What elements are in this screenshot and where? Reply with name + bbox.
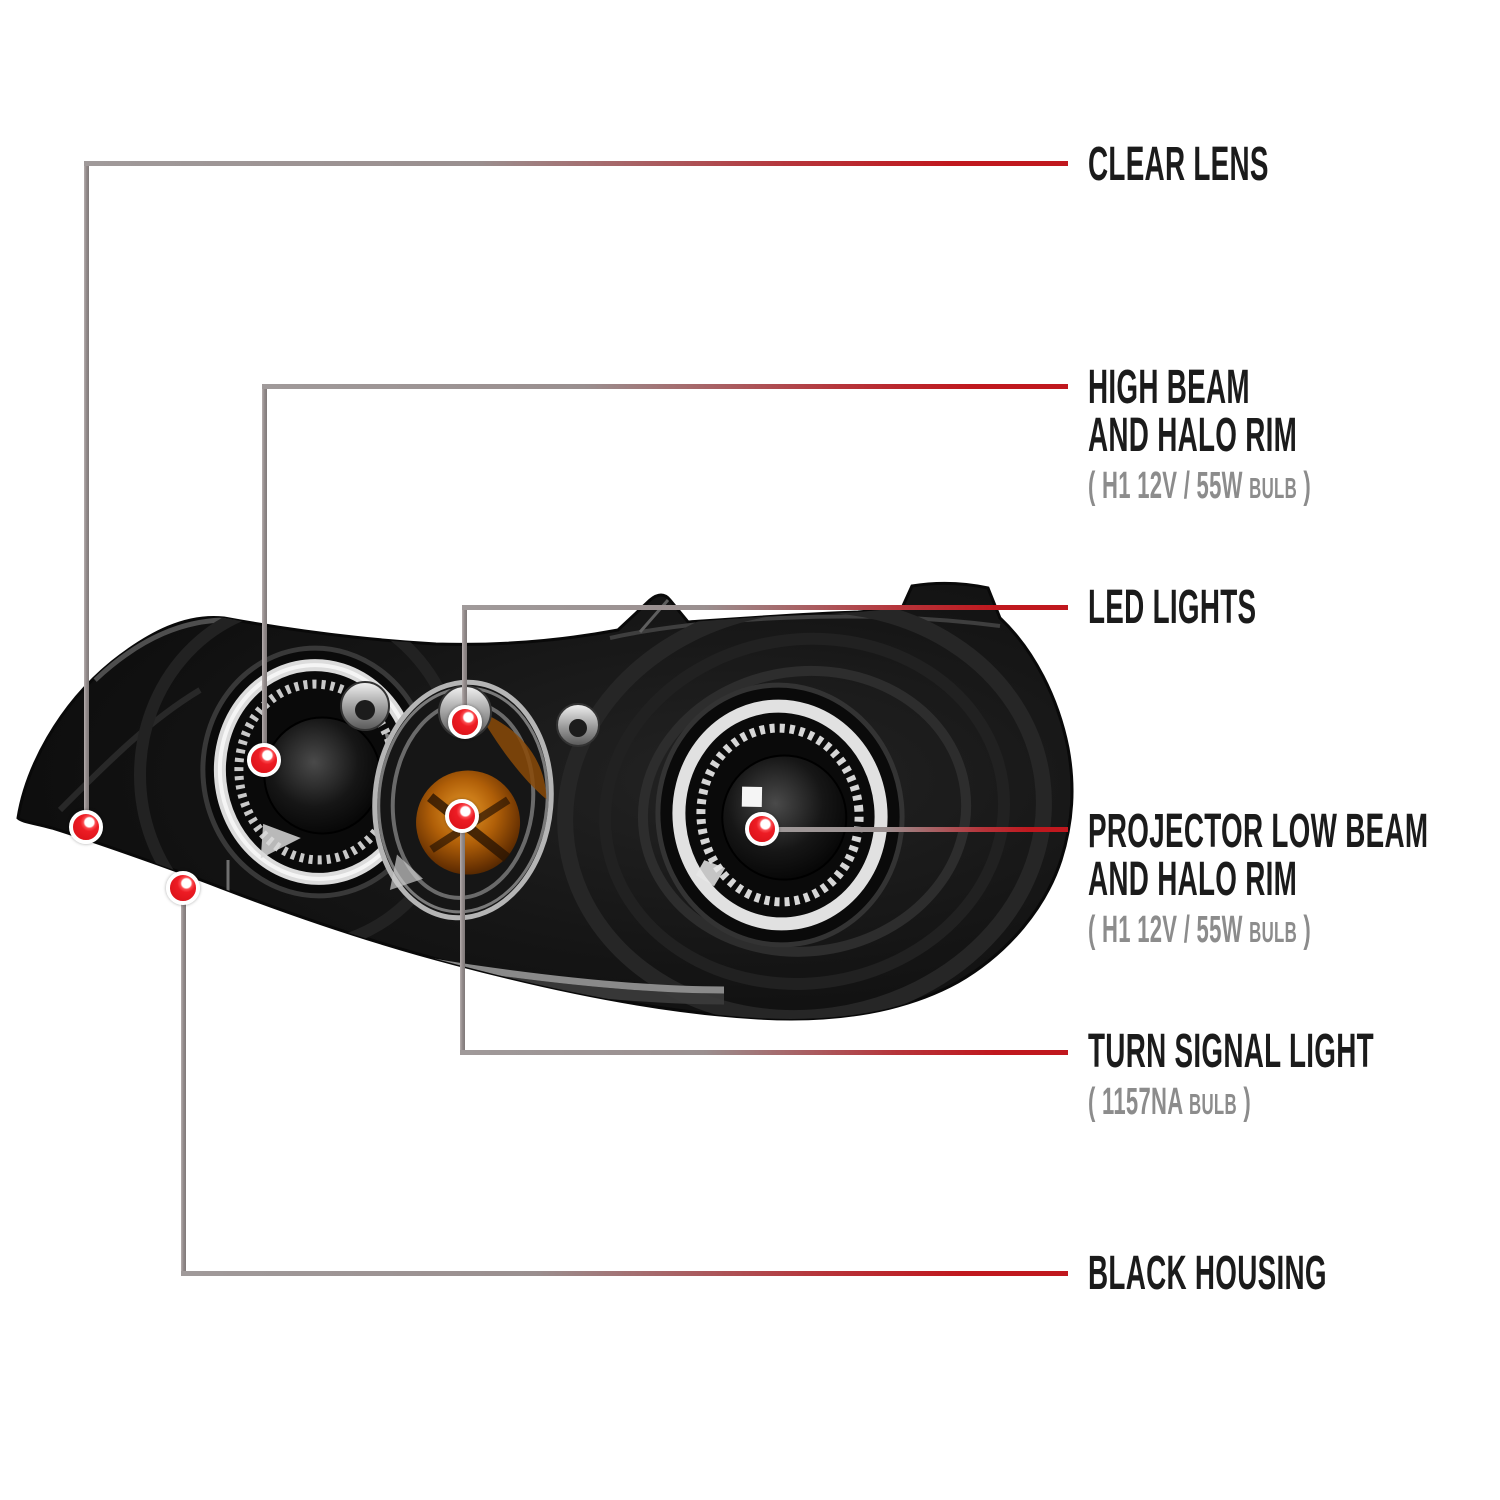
high-beam-connector-hline — [262, 384, 1068, 389]
callout-title: LED LIGHTS — [1088, 581, 1257, 634]
led-lights-marker-dot — [448, 705, 482, 739]
bulb-word: BULB — [1249, 917, 1298, 949]
turn-signal-connector-hline — [460, 1050, 1068, 1055]
callout-projector-low-beam: PROJECTOR LOW BEAM AND HALO RIM ( H1 12V… — [1088, 808, 1500, 955]
turn-signal-connector-vline — [460, 816, 465, 1052]
clear-lens-marker-dot — [69, 810, 103, 844]
callout-led-lights: LED LIGHTS — [1088, 584, 1378, 632]
callout-black-housing: BLACK HOUSING — [1088, 1250, 1500, 1298]
callout-title: HIGH BEAM AND HALO RIM — [1088, 361, 1298, 462]
callout-title: CLEAR LENS — [1088, 138, 1269, 191]
callout-bulb-spec: ( 1157NA BULB ) — [1088, 1081, 1251, 1123]
clear-lens-connector-hline — [84, 161, 1068, 166]
black-housing-marker-dot — [166, 871, 200, 905]
bulb-word: BULB — [1189, 1089, 1237, 1121]
clear-lens-connector-vline — [84, 163, 89, 827]
projector-low-beam-marker-dot — [745, 812, 779, 846]
callout-title: PROJECTOR LOW BEAM AND HALO RIM — [1088, 805, 1429, 906]
led-lights-connector-hline — [462, 605, 1068, 610]
callout-bulb-spec: ( H1 12V / 55W BULB ) — [1088, 909, 1312, 951]
callout-title: BLACK HOUSING — [1088, 1247, 1327, 1300]
callout-clear-lens: CLEAR LENS — [1088, 141, 1400, 189]
bulb-word: BULB — [1249, 473, 1298, 505]
black-housing-connector-hline — [181, 1271, 1068, 1276]
headlight-illustration — [16, 581, 1074, 1021]
callout-bulb-spec: ( H1 12V / 55W BULB ) — [1088, 465, 1312, 507]
callout-high-beam: HIGH BEAM AND HALO RIM ( H1 12V / 55W BU… — [1088, 364, 1473, 511]
callout-turn-signal: TURN SIGNAL LIGHT ( 1157NA BULB ) — [1088, 1028, 1500, 1127]
led-lights-connector-vline — [462, 607, 467, 722]
high-beam-marker-dot — [247, 743, 281, 777]
projector-low-beam-connector-hline — [762, 827, 1068, 832]
right-projector — [655, 682, 905, 948]
callout-title: TURN SIGNAL LIGHT — [1088, 1025, 1374, 1078]
high-beam-connector-vline — [262, 386, 267, 760]
black-housing-connector-vline — [181, 888, 186, 1273]
turn-signal-marker-dot — [445, 799, 479, 833]
